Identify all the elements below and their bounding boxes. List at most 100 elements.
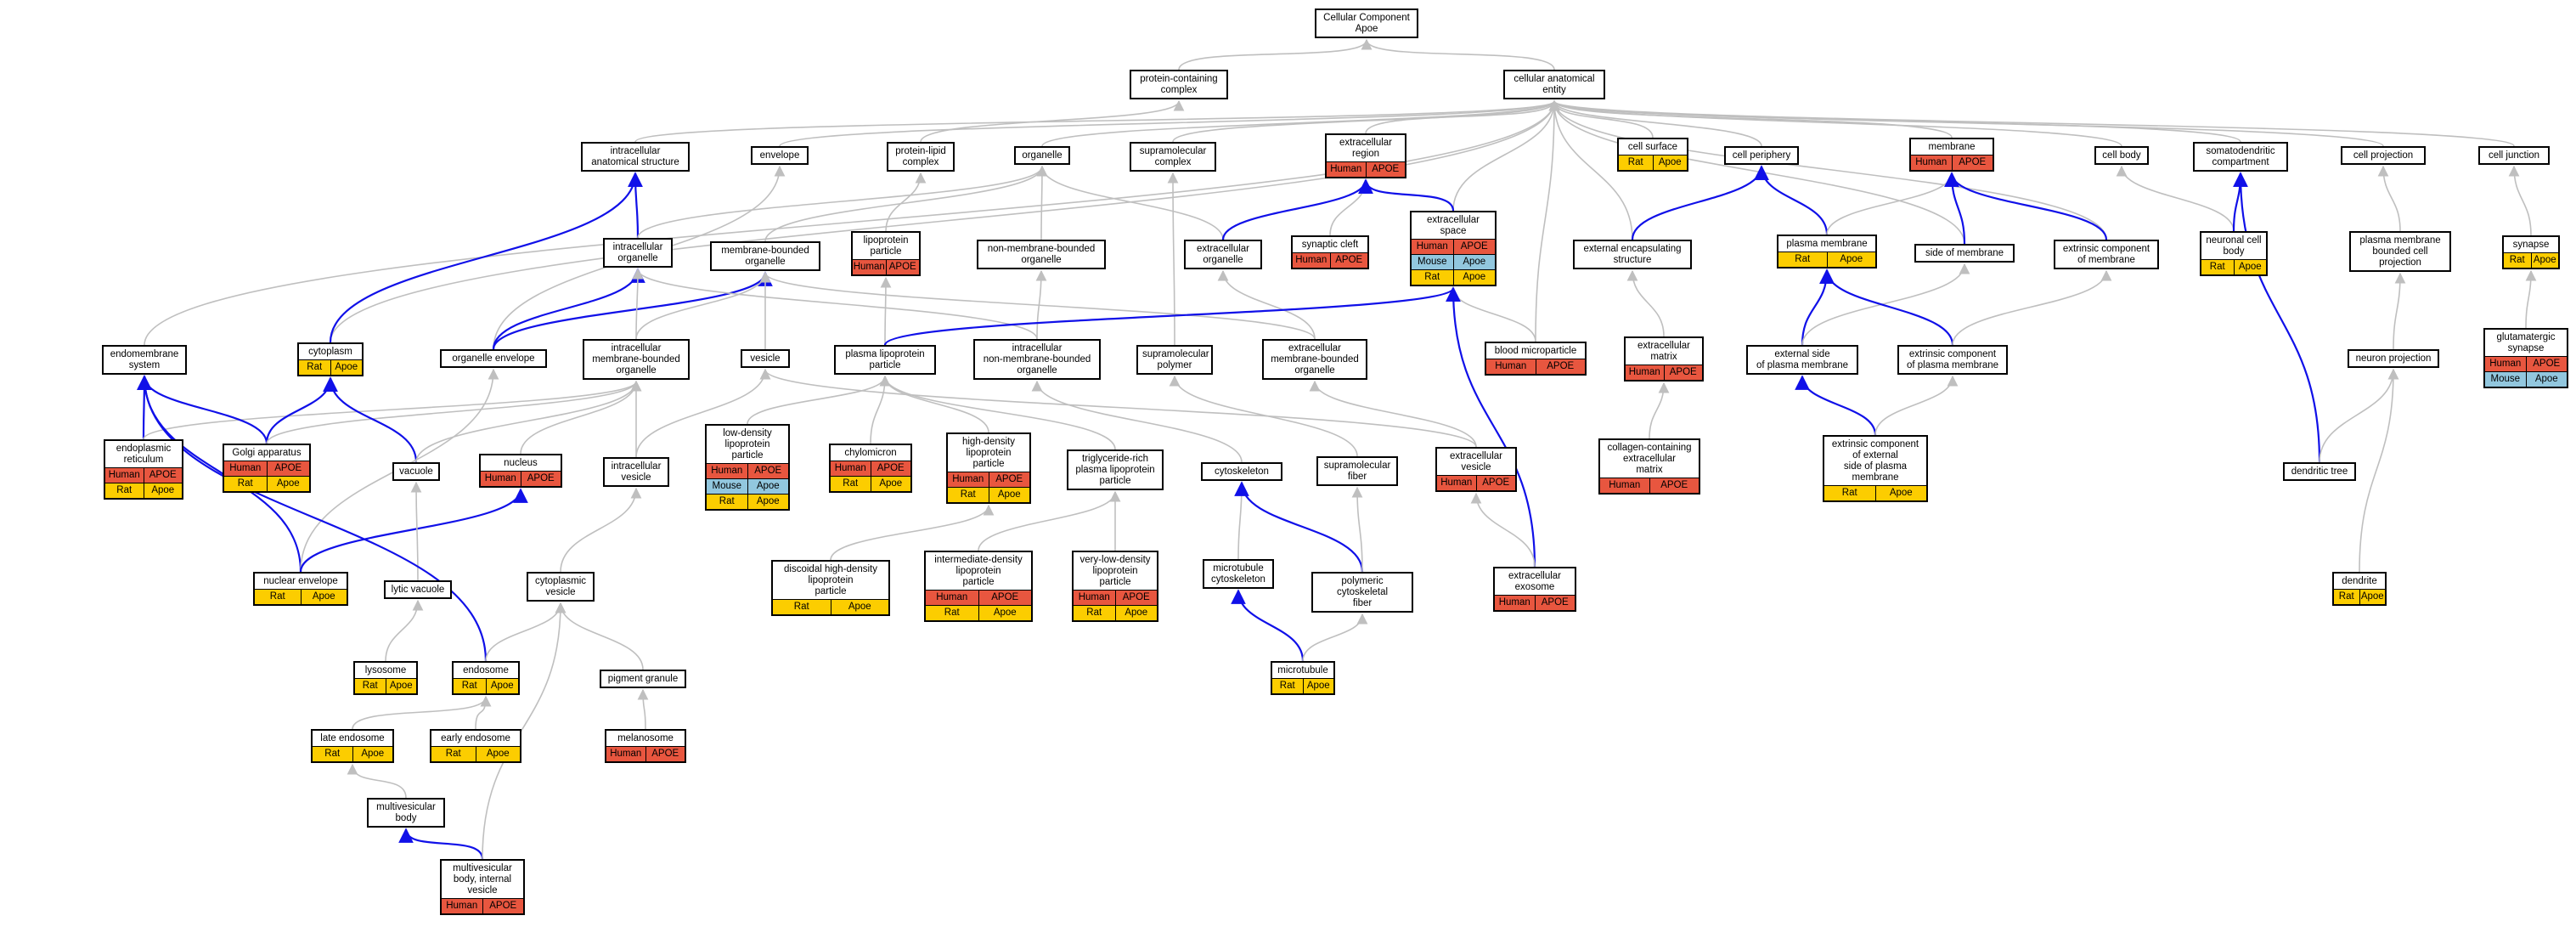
term-node-cbo[interactable]: cell body <box>2094 146 2149 165</box>
term-label: plasma lipoprotein particle <box>845 349 925 370</box>
species-cell: Human <box>446 901 478 911</box>
term-label: endosome <box>463 665 509 675</box>
term-node-dhdl[interactable]: discoidal high-density lipoprotein parti… <box>771 560 890 616</box>
term-node-plp[interactable]: plasma lipoprotein particle <box>834 345 936 375</box>
term-node-idl[interactable]: intermediate-density lipoprotein particl… <box>924 551 1033 622</box>
term-node-cpr[interactable]: cell projection <box>2341 146 2426 165</box>
term-node-env[interactable]: envelope <box>751 146 809 165</box>
term-node-inmbo[interactable]: intracellular non-membrane-bounded organ… <box>973 339 1101 380</box>
term-label: supramolecular polymer <box>1142 349 1209 370</box>
term-label: triglyceride-rich plasma lipoprotein par… <box>1075 454 1155 486</box>
term-node-ias[interactable]: intracellular anatomical structure <box>581 142 690 172</box>
term-node-ino[interactable]: intracellular organelle <box>603 238 673 268</box>
term-label: extracellular organelle <box>1197 244 1249 265</box>
term-node-embo[interactable]: extracellular membrane-bounded organelle <box>1262 339 1367 380</box>
term-node-mvb[interactable]: multivesicular body <box>367 798 445 828</box>
term-node-espm[interactable]: external side of plasma membrane <box>1746 345 1858 375</box>
term-label: plasma membrane <box>1786 239 1868 249</box>
term-node-trl[interactable]: triglyceride-rich plasma lipoprotein par… <box>1067 449 1164 490</box>
term-node-eceps[interactable]: extrinsic component of external side of … <box>1823 435 1928 502</box>
term-node-pmbcp[interactable]: plasma membrane bounded cell projection <box>2349 231 2451 272</box>
term-node-cpe[interactable]: cell periphery <box>1724 146 1799 165</box>
term-node-smf[interactable]: supramolecular fiber <box>1316 456 1398 486</box>
term-node-smc[interactable]: supramolecular complex <box>1130 142 1216 172</box>
term-node-ees[interactable]: external encapsulating structure <box>1573 240 1692 269</box>
term-node-nmbo[interactable]: non-membrane-bounded organelle <box>977 240 1106 269</box>
edge-bmp-to-exs <box>1447 286 1536 342</box>
edge-mvbiv-to-cv <box>482 602 566 860</box>
gene-cell: Apoe <box>1452 255 1496 269</box>
edge-inmbo-to-ino <box>632 268 1038 340</box>
term-node-ecpm[interactable]: extrinsic component of plasma membrane <box>1897 345 2008 375</box>
term-node-pgr[interactable]: pigment granule <box>600 670 686 688</box>
edges-layer <box>137 38 2537 860</box>
term-node-mtcs[interactable]: microtubule cytoskeleton <box>1203 559 1274 589</box>
term-node-org[interactable]: organelle <box>1014 146 1070 165</box>
term-node-npj[interactable]: neuron projection <box>2348 349 2439 368</box>
term-node-som[interactable]: side of membrane <box>1914 244 2015 263</box>
term-node-pcf[interactable]: polymeric cytoskeletal fiber <box>1311 572 1413 613</box>
term-node-ves[interactable]: vesicle <box>741 349 790 368</box>
term-node-imbo[interactable]: intracellular membrane-bounded organelle <box>583 339 690 380</box>
term-node-smp[interactable]: supramolecular polymer <box>1136 345 1213 375</box>
term-node-pcc[interactable]: protein-containing complex <box>1130 70 1228 99</box>
term-node-cv[interactable]: cytoplasmic vesicle <box>527 572 595 602</box>
species-cell: Human <box>711 466 743 476</box>
term-node-lvac[interactable]: lytic vacuole <box>384 580 452 599</box>
term-node-csk[interactable]: cytoskeleton <box>1201 462 1282 481</box>
term-node-cae[interactable]: cellular anatomical entity <box>1503 70 1605 99</box>
species-cell: Human <box>1915 157 1948 167</box>
term-node-root[interactable]: Cellular Component Apoe <box>1315 8 1418 38</box>
term-node-vac[interactable]: vacuole <box>392 462 440 481</box>
term-node-mbo[interactable]: membrane-bounded organelle <box>710 241 820 271</box>
term-node-plc[interactable]: protein-lipid complex <box>887 142 955 172</box>
term-node-sdc[interactable]: somatodendritic compartment <box>2193 142 2288 172</box>
term-node-dtr[interactable]: dendritic tree <box>2283 462 2356 481</box>
edge-embo-to-exo <box>1217 269 1316 340</box>
term-node-exo[interactable]: extracellular organelle <box>1184 240 1262 269</box>
term-node-iv[interactable]: intracellular vesicle <box>603 457 669 487</box>
term-node-oen[interactable]: organelle envelope <box>440 349 547 368</box>
term-node-ems[interactable]: endomembrane system <box>102 345 187 375</box>
term-node-ecm[interactable]: extrinsic component of membrane <box>2054 240 2159 269</box>
term-node-cju[interactable]: cell junction <box>2478 146 2550 165</box>
species-cell: Human <box>610 749 642 759</box>
term-node-ccem[interactable]: collagen-containing extracellular matrix… <box>1598 438 1700 495</box>
